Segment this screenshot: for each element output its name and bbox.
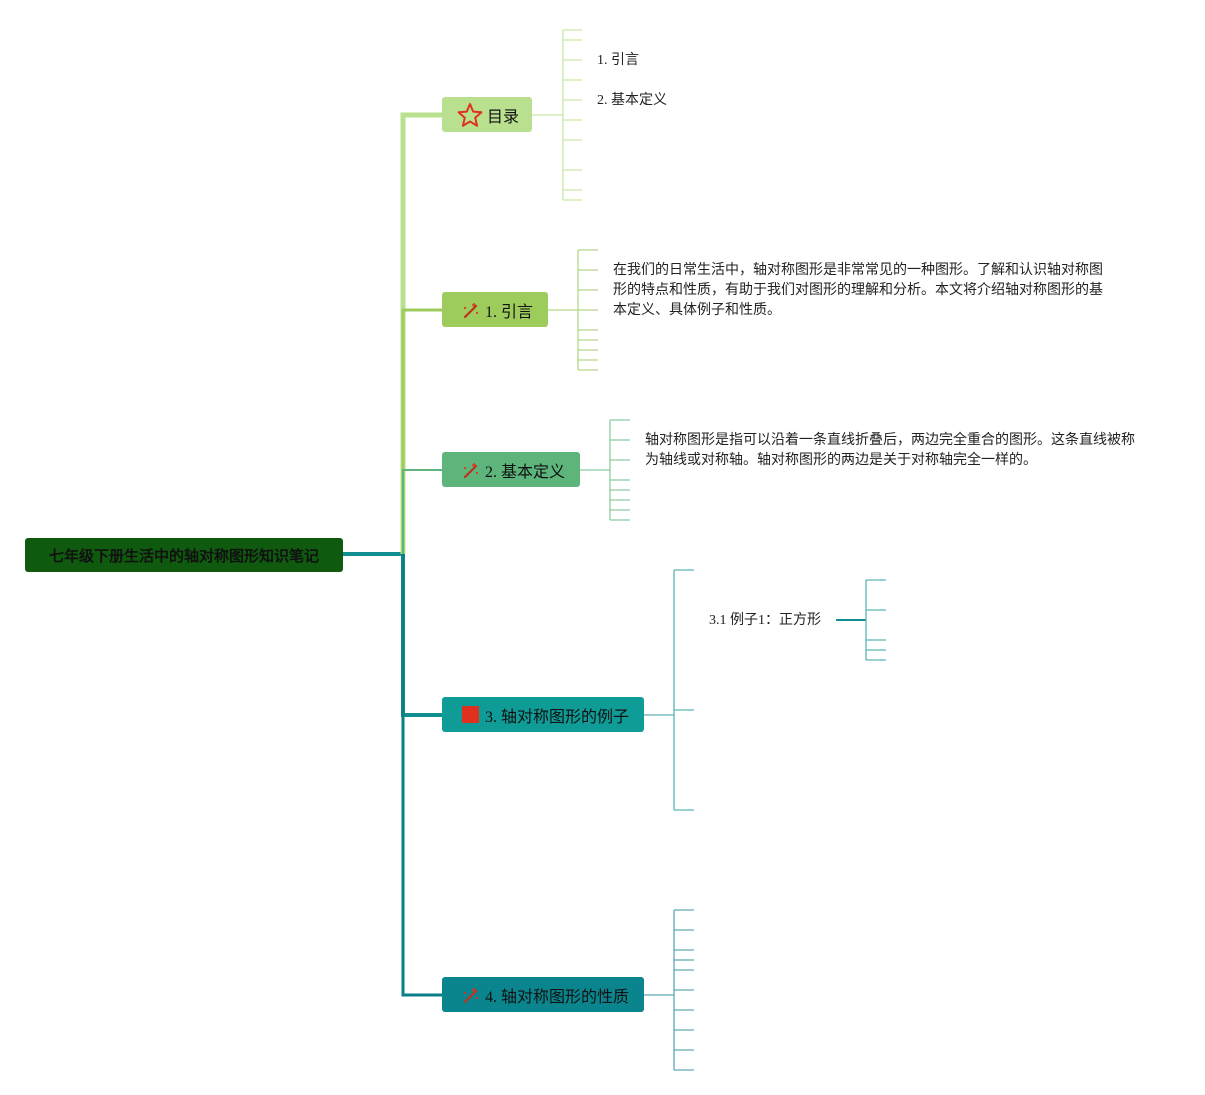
branch-intro-label: 1. 引言	[485, 303, 534, 321]
intro-connector	[401, 308, 442, 554]
magic-wand-icon	[461, 300, 481, 320]
star-icon	[457, 102, 483, 128]
ex-bracket	[644, 569, 886, 811]
example-square[interactable]: 3.1 例子1：正方形	[709, 613, 821, 628]
root-label: 七年级下册生活中的轴对称图形知识笔记	[48, 548, 319, 565]
branch-examples[interactable]: 3. 轴对称图形的例子	[442, 697, 644, 732]
toc-item-definition[interactable]: 2. 基本定义	[597, 93, 667, 108]
intro-text: 在我们的日常生活中，轴对称图形是非常常见的一种图形。了解和认识轴对称图形的特点和…	[613, 263, 1103, 318]
definition-text: 轴对称图形是指可以沿着一条直线折叠后，两边完全重合的图形。这条直线被称为轴线或对…	[645, 433, 1135, 468]
branch-toc-label: 目录	[487, 108, 520, 126]
branch-properties[interactable]: 4. 轴对称图形的性质	[442, 977, 644, 1012]
branch-properties-label: 4. 轴对称图形的性质	[485, 988, 630, 1006]
branch-definition-label: 2. 基本定义	[485, 463, 566, 481]
branch-definition[interactable]: 2. 基本定义	[442, 452, 580, 487]
toc-bracket	[532, 29, 582, 201]
red-flag-icon	[461, 705, 481, 725]
root-node[interactable]: 七年级下册生活中的轴对称图形知识笔记	[25, 538, 343, 572]
toc-connector	[400, 112, 442, 554]
magic-wand-icon	[461, 985, 481, 1005]
ex-connector	[401, 554, 442, 717]
branch-toc[interactable]: 目录	[442, 97, 532, 132]
branch-intro[interactable]: 1. 引言	[442, 292, 548, 327]
prop-connector	[401, 554, 442, 997]
intro-bracket	[548, 249, 598, 371]
prop-bracket	[644, 909, 694, 1071]
def-bracket	[580, 419, 630, 521]
toc-item-intro[interactable]: 1. 引言	[597, 53, 639, 68]
branch-examples-label: 3. 轴对称图形的例子	[485, 708, 630, 726]
magic-wand-icon	[461, 460, 481, 480]
def-connector	[402, 469, 442, 554]
